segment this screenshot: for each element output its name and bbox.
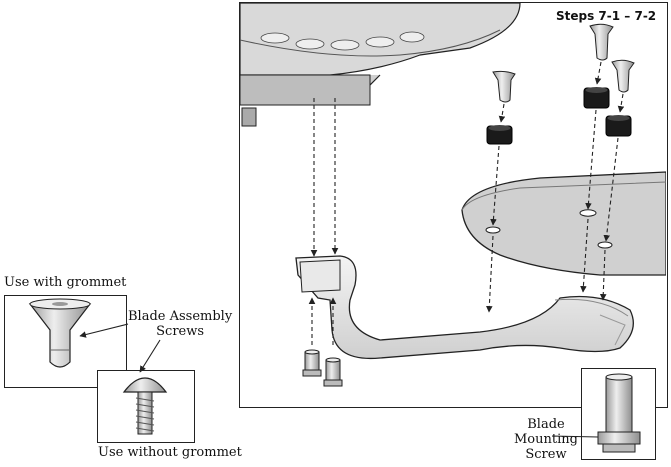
no-grommet-screw-detail-icon: [122, 377, 168, 435]
steps-title: Steps 7-1 – 7-2: [556, 9, 657, 23]
blade-assembly-screws-label: Blade Assembly Screws: [128, 309, 233, 339]
grommet-screw-middle: [583, 23, 614, 109]
grommet-screw-detail-icon: [28, 298, 92, 368]
use-with-grommet-label: Use with grommet: [4, 275, 127, 290]
use-without-grommet-label: Use without grommet: [98, 445, 242, 460]
motor-housing: [240, 3, 521, 127]
grommet-screw-right: [605, 59, 635, 137]
fan-blade: [461, 171, 666, 276]
grommet-screw-left: [486, 70, 516, 145]
blade-mounting-screws: [302, 349, 343, 387]
blade-mounting-screw-detail-icon: [597, 373, 641, 453]
blade-iron: [295, 255, 634, 360]
